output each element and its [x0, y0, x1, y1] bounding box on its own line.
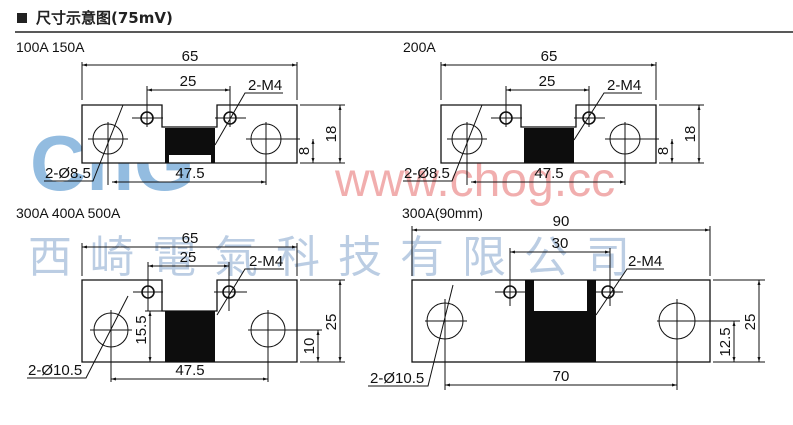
- leader-line: [300, 104, 345, 164]
- leader-line: [214, 92, 283, 146]
- leader-line: [659, 104, 704, 164]
- page-title: 尺寸示意图(75mV): [36, 9, 173, 27]
- resistor-block: [165, 128, 215, 163]
- dim-mount-holes: 2-Ø10.5: [370, 370, 424, 387]
- leader-line: [27, 295, 129, 379]
- panel-label: 100A 150A: [16, 39, 85, 55]
- dim-hole-height: 8: [655, 147, 672, 155]
- leader-line: [573, 92, 642, 141]
- dim-mount-holes: 2-Ø10.5: [28, 362, 82, 379]
- leader-line: [216, 268, 284, 316]
- panel-300a-90mm: 300A(90mm) 90 30 2-M4 70 2-Ø10.5 25 12.5: [368, 205, 765, 390]
- leader-line: [403, 104, 483, 182]
- watermark-company: 西崎電氣科技有限公司: [28, 232, 648, 283]
- dim-height: 25: [323, 314, 340, 331]
- panel-label: 300A(90mm): [402, 205, 483, 221]
- panel-label: 200A: [403, 39, 436, 55]
- dim-hole-spacing: 30: [552, 235, 569, 252]
- dim-height: 18: [323, 126, 340, 143]
- dim-hole-height: 10: [301, 338, 318, 355]
- dim-mount-holes: 2-Ø8.5: [404, 165, 450, 182]
- leader-line: [713, 279, 765, 363]
- panel-100a-150a: 100A 150A 65 25 2-M4 47.5 2-Ø8.5 18 8: [16, 39, 345, 185]
- resistor-block: [165, 311, 215, 362]
- dim-total-width: 65: [182, 230, 199, 247]
- dim-hole-spacing: 25: [539, 73, 556, 90]
- dim-screw-holes: 2-M4: [249, 253, 283, 270]
- dim-screw-holes: 2-M4: [248, 77, 282, 94]
- dim-total-width: 65: [182, 48, 199, 65]
- leader-line: [411, 226, 740, 390]
- dim-height: 18: [682, 126, 699, 143]
- leader-line: [300, 279, 345, 363]
- panel-label: 300A 400A 500A: [16, 205, 121, 221]
- dim-mount-spacing: 47.5: [175, 165, 204, 182]
- leader-line: [368, 284, 454, 387]
- dim-mount-holes: 2-Ø8.5: [45, 165, 91, 182]
- dim-block-height: 15.5: [133, 315, 150, 344]
- leader-line: [595, 268, 664, 316]
- dim-hole-height: 8: [296, 147, 313, 155]
- resistor-block: [525, 280, 596, 362]
- dim-screw-holes: 2-M4: [607, 77, 641, 94]
- dim-hole-height: 12.5: [717, 327, 734, 356]
- panel-300a-400a-500a: 300A 400A 500A 65 25 2-M4 47.5 2-Ø10.5 1…: [16, 205, 345, 382]
- dim-height: 25: [742, 314, 759, 331]
- panel-200a: 200A 65 25 2-M4 47.5 2-Ø8.5 18 8: [403, 39, 704, 185]
- dim-mount-spacing: 47.5: [534, 165, 563, 182]
- dim-total-width: 65: [541, 48, 558, 65]
- leader-line: [440, 62, 659, 185]
- dim-mount-spacing: 47.5: [175, 362, 204, 379]
- leader-line: [44, 104, 124, 182]
- dim-total-width: 90: [553, 213, 570, 230]
- dim-hole-spacing: 25: [180, 249, 197, 266]
- dim-mount-spacing: 70: [553, 368, 570, 385]
- resistor-block: [524, 128, 574, 163]
- dim-screw-holes: 2-M4: [628, 253, 662, 270]
- dim-hole-spacing: 25: [180, 73, 197, 90]
- header-square-icon: [17, 13, 27, 23]
